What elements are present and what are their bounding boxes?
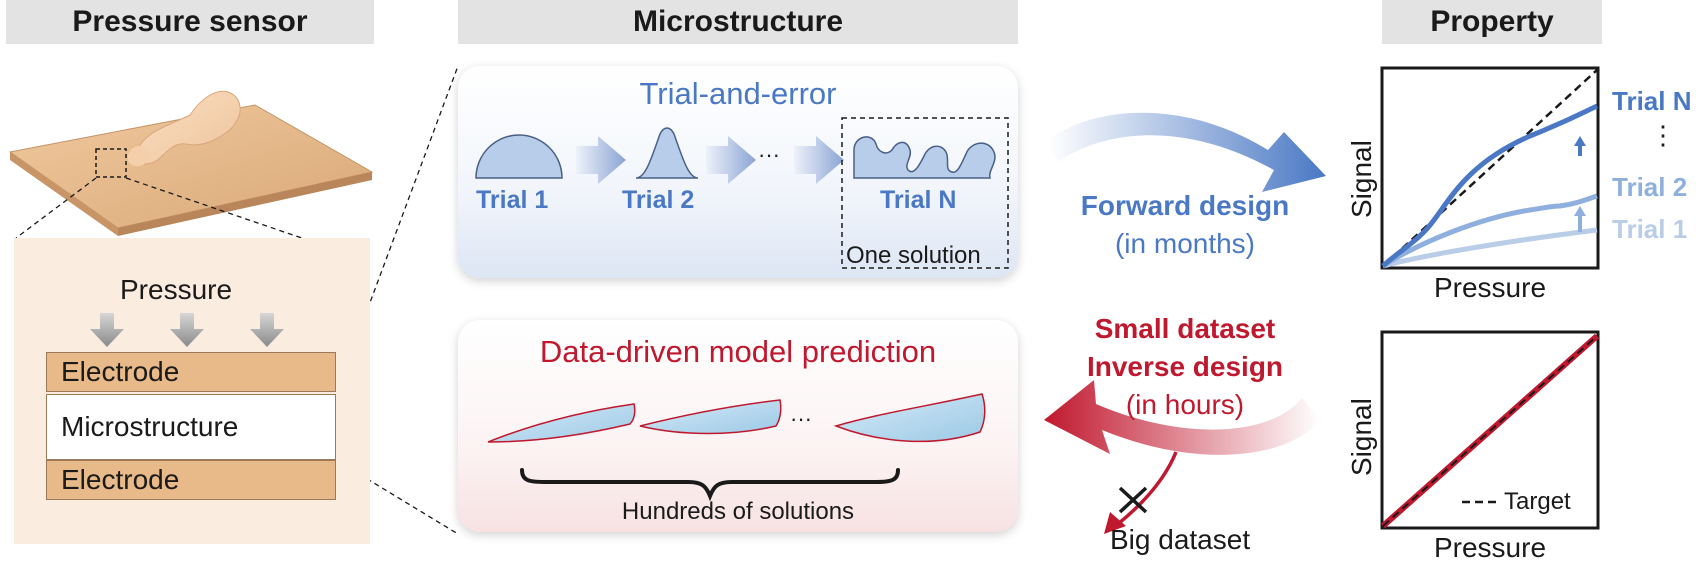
- bottom-plot-ylabel: Signal: [1346, 398, 1377, 476]
- inverse-design-label: Inverse design: [1086, 351, 1284, 382]
- forward-design-label: Forward design: [1080, 190, 1290, 221]
- sensor-plate-illustration: [8, 90, 374, 236]
- data-panel-title: Data-driven model prediction: [539, 334, 937, 369]
- bottom-property-plot: [1380, 330, 1600, 530]
- trial-2-label: Trial 2: [622, 186, 695, 214]
- microstructure-layer: Microstructure: [46, 394, 336, 460]
- series-trial-1-label: Trial 1: [1612, 214, 1688, 244]
- bottom-electrode: Electrode: [46, 460, 336, 500]
- trial-shapes: ···: [475, 117, 1009, 269]
- svg-text:···: ···: [790, 406, 812, 431]
- forward-duration-label: (in months): [1114, 228, 1256, 259]
- pressure-arrows: [90, 313, 284, 347]
- one-solution-caption: One solution: [846, 242, 981, 269]
- series-trial-2-label: Trial 2: [1612, 172, 1688, 202]
- inverse-duration-label: (in hours): [1125, 389, 1245, 420]
- series-trial-n-label: Trial N: [1612, 86, 1692, 116]
- bottom-plot-xlabel: Pressure: [1433, 532, 1547, 563]
- trial-1-label: Trial 1: [476, 186, 549, 214]
- top-plot-ylabel: Signal: [1346, 140, 1377, 218]
- header-microstructure: Microstructure: [458, 0, 1018, 44]
- header-pressure-sensor: Pressure sensor: [6, 0, 374, 44]
- hundreds-of-solutions-caption: Hundreds of solutions: [621, 498, 855, 525]
- top-plot-xlabel: Pressure: [1433, 272, 1547, 303]
- header-property: Property: [1382, 0, 1602, 44]
- target-legend-label: Target: [1504, 488, 1571, 515]
- top-property-plot: [1380, 66, 1600, 270]
- pressure-label: Pressure: [120, 274, 233, 305]
- top-electrode: Electrode: [46, 352, 336, 392]
- predicted-shapes: ···: [487, 393, 986, 502]
- svg-text:···: ···: [758, 142, 780, 167]
- trial-n-label: Trial N: [880, 186, 957, 214]
- zoom-region-marker: [95, 148, 127, 178]
- big-dataset-label: Big dataset: [1110, 524, 1251, 555]
- trial-panel-title: Trial-and-error: [639, 76, 837, 111]
- small-dataset-label: Small dataset: [1094, 313, 1276, 344]
- series-ellipsis: ⋮: [1650, 120, 1676, 150]
